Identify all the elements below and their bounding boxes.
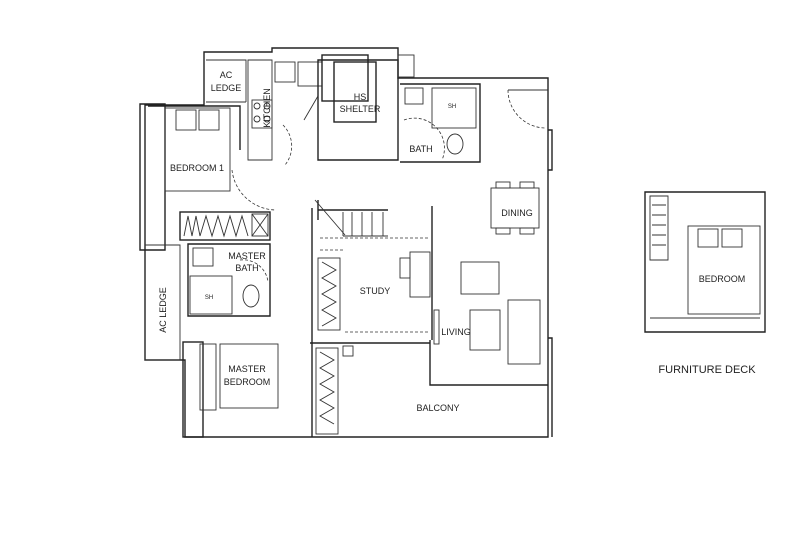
label-balcony: BALCONY <box>416 403 459 413</box>
label-study: STUDY <box>360 286 391 296</box>
label-kitchen: KITCHEN <box>262 88 272 128</box>
label-living: LIVING <box>441 327 471 337</box>
label-sh-master: SH <box>205 295 213 301</box>
label-deck-bedroom: BEDROOM <box>699 274 746 284</box>
label-ac-ledge-side: AC LEDGE <box>158 287 168 333</box>
label-bedroom-1: BEDROOM 1 <box>170 163 224 173</box>
walls <box>139 47 553 438</box>
label-dining: DINING <box>501 208 533 218</box>
label-sh: SH <box>448 104 456 110</box>
furniture-deck-title: FURNITURE DECK <box>658 364 756 376</box>
furniture-deck-plan: BEDROOM FURNITURE DECK <box>644 191 766 376</box>
label-bath: BATH <box>409 144 432 154</box>
